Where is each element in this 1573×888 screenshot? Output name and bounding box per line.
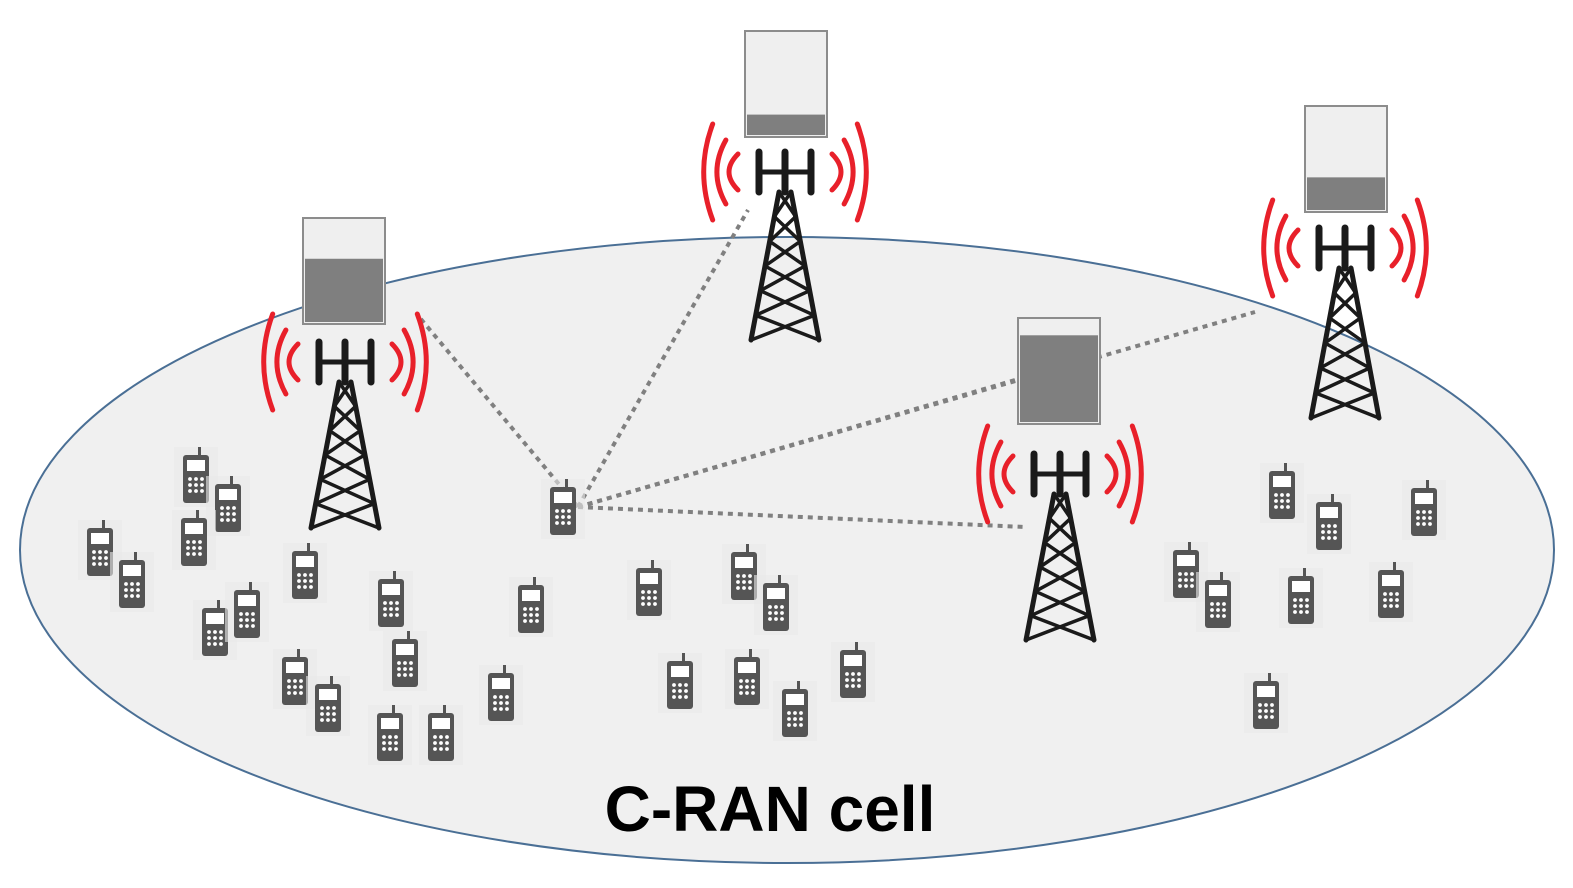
mobile-phone-icon <box>773 681 817 741</box>
towers <box>261 30 1429 643</box>
buffer-icon <box>744 30 828 138</box>
wave-arc-left <box>726 151 741 193</box>
cell-label: C-RAN cell <box>604 773 936 845</box>
buffer-level-fill <box>747 114 825 135</box>
mobile-phone-icon <box>1402 480 1446 540</box>
mobile-phone-icon <box>1307 494 1351 554</box>
buffer-icon <box>1017 317 1101 425</box>
wave-arc-left <box>1001 453 1016 495</box>
wave-arc-right <box>414 311 429 413</box>
wave-arc-right <box>1104 453 1119 495</box>
wave-arc-right <box>1401 213 1416 283</box>
buffer-level-fill <box>1020 335 1098 422</box>
mobile-phone-icon <box>831 642 875 702</box>
tower-1-group <box>261 217 429 531</box>
wave-arc-right <box>841 137 856 207</box>
tower-3-group <box>976 317 1144 643</box>
buffer-icon <box>1304 105 1388 213</box>
buffer-level-fill <box>305 258 383 322</box>
wave-arc-left <box>976 423 991 525</box>
mobile-phone-icon <box>541 479 585 539</box>
wave-arc-left <box>261 311 276 413</box>
radio-waves-icon <box>261 311 429 413</box>
wave-arc-left <box>989 439 1004 509</box>
radio-tower-icon <box>748 148 822 343</box>
link-line <box>577 310 1256 509</box>
radio-tower-icon <box>1023 450 1097 643</box>
mobile-phone-icon <box>306 676 350 736</box>
mobile-phone-icon <box>419 705 463 765</box>
tower-4-group <box>1261 105 1429 421</box>
mobile-phone-icon <box>1279 568 1323 628</box>
mobile-phone-icon <box>78 520 122 580</box>
wave-arc-right <box>389 341 404 383</box>
buffer-level-fill <box>1307 177 1385 210</box>
link-line <box>577 505 1026 529</box>
mobile-phone-icon <box>368 705 412 765</box>
mobile-phone-icon <box>754 575 798 635</box>
wave-arc-right <box>854 121 869 223</box>
mobile-phone-icon <box>479 665 523 725</box>
mobile-phone-icon <box>1260 463 1304 523</box>
radio-waves-icon <box>701 121 869 223</box>
mobile-phone-icon <box>383 631 427 691</box>
wave-arc-left <box>714 137 729 207</box>
wave-arc-right <box>1129 423 1144 525</box>
wave-arc-left <box>1261 197 1276 299</box>
mobile-phone-icon <box>110 552 154 612</box>
radio-waves-icon <box>976 423 1144 525</box>
wave-arc-right <box>1414 197 1429 299</box>
radio-tower-icon <box>1308 224 1382 421</box>
wave-arc-left <box>286 341 301 383</box>
mobile-phone-icon <box>369 571 413 631</box>
mobile-phone-icon <box>722 544 766 604</box>
mobile-phone-icon <box>725 649 769 709</box>
wave-arc-right <box>1389 227 1404 269</box>
radio-tower-icon <box>308 338 382 531</box>
mobile-phone-icon <box>225 582 269 642</box>
tower-2-group <box>701 30 869 343</box>
radio-waves-icon <box>1261 197 1429 299</box>
link-line <box>576 209 750 508</box>
wave-arc-left <box>1274 213 1289 283</box>
buffer-icon <box>302 217 386 325</box>
wave-arc-left <box>1286 227 1301 269</box>
mobile-phone-icon <box>283 543 327 603</box>
mobile-phone-icon <box>1369 562 1413 622</box>
wave-arc-right <box>1116 439 1131 509</box>
wave-arc-right <box>829 151 844 193</box>
link-line <box>418 316 580 509</box>
mobile-phone-icon <box>627 560 671 620</box>
wave-arc-left <box>274 327 289 397</box>
mobile-phone-icon <box>1196 572 1240 632</box>
user-devices <box>78 447 1446 765</box>
mobile-phone-icon <box>1244 673 1288 733</box>
wave-arc-right <box>401 327 416 397</box>
mobile-phone-icon <box>658 653 702 713</box>
connection-links <box>418 209 1256 529</box>
wave-arc-left <box>701 121 716 223</box>
mobile-phone-icon <box>509 577 553 637</box>
mobile-phone-icon <box>172 510 216 570</box>
